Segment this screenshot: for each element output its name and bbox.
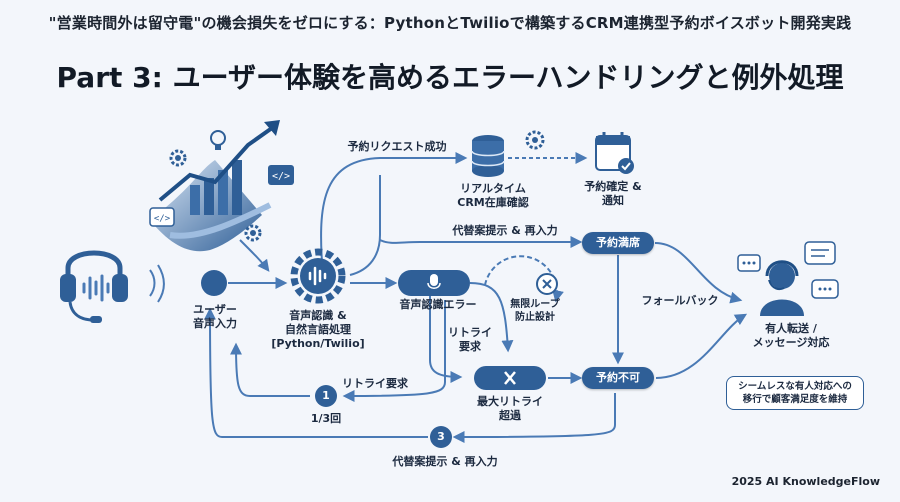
code-icon: </>	[149, 207, 175, 227]
chat-bubble-icon	[804, 241, 836, 265]
chat-bubble-icon	[737, 254, 761, 272]
max-retry-label: 最大リトライ 超過	[477, 395, 543, 422]
speech-error-label: 音声認識エラー	[399, 298, 477, 311]
step3-circle	[430, 426, 452, 448]
edge-step1-to-nlp	[230, 342, 310, 397]
success-edge-label: 予約リクエスト成功	[347, 140, 447, 153]
sound-wave-icon	[149, 264, 165, 303]
chart-icon	[150, 120, 280, 252]
headset-icon	[60, 250, 128, 323]
retry-edge-label: リトライ 要求	[448, 326, 492, 353]
agent-icon	[760, 260, 804, 316]
retry-request-edge-label: リトライ要求	[342, 377, 408, 390]
step1-number: 1	[322, 389, 330, 402]
edge-unavailable-to-step3	[452, 393, 616, 443]
step1-count: 1/3回	[310, 412, 342, 425]
user-input-node	[201, 270, 227, 296]
edge-nlp-to-success	[320, 152, 468, 263]
human-note: シームレスな有人対応への 移行で顧客満足度を維持	[726, 376, 864, 410]
svg-text:</>: </>	[272, 171, 290, 182]
lightbulb-icon	[210, 130, 226, 150]
gear-icon	[290, 248, 346, 304]
chat-bubble-icon	[811, 279, 839, 299]
close-icon	[504, 371, 516, 385]
microphone-icon	[427, 274, 441, 289]
gear-icon	[525, 130, 545, 150]
crm-label: リアルタイム CRM在庫確認	[457, 182, 529, 209]
edge-unavailable-to-human	[655, 313, 748, 379]
page-subtitle: "営業時間外は留守電"の機会損失をゼロにする：PythonとTwilioで構築す…	[48, 14, 852, 32]
gear-icon	[169, 149, 187, 167]
edge-step3-to-input	[204, 307, 428, 438]
code-icon: </>	[268, 165, 294, 185]
edge-full-to-human	[654, 242, 743, 304]
edge-to-full	[379, 236, 583, 248]
nlp-label: 音声認識 & 自然言語処理 [Python/Twilio]	[271, 309, 365, 350]
full-pill: 予約満席	[582, 232, 654, 254]
unavailable-pill: 予約不可	[582, 367, 654, 389]
confirm-label: 予約確定 & 通知	[584, 180, 642, 207]
edge-nlp-to-crm-branch	[349, 175, 381, 276]
edge-swoosh-to-nlp	[239, 239, 270, 272]
step1-circle	[315, 385, 337, 407]
user-input-label: ユーザー 音声入力	[193, 303, 237, 330]
step3-number: 3	[437, 430, 445, 443]
alternative-top-edge-label: 代替案提示 & 再入力	[452, 224, 558, 237]
human-label: 有人転送 / メッセージ対応	[752, 322, 830, 349]
page-title: Part 3: ユーザー体験を高めるエラーハンドリングと例外処理	[56, 61, 844, 94]
edge-retry-to-step1	[342, 300, 446, 402]
loop-guard-node	[484, 255, 564, 303]
alternative-bottom-edge-label: 代替案提示 & 再入力	[392, 455, 498, 468]
database-icon	[471, 135, 505, 177]
svg-text:</>: </>	[154, 214, 171, 224]
gear-icon	[244, 224, 262, 242]
loop-guard-label: 無限ループ 防止設計	[510, 299, 560, 323]
fallback-edge-label: フォールバック	[641, 294, 719, 307]
calendar-check-icon	[595, 132, 634, 174]
edge-error-to-max	[429, 295, 463, 383]
edge-error-to-loop	[469, 282, 514, 353]
footer-brand: 2025 AI KnowledgeFlow	[731, 475, 880, 488]
